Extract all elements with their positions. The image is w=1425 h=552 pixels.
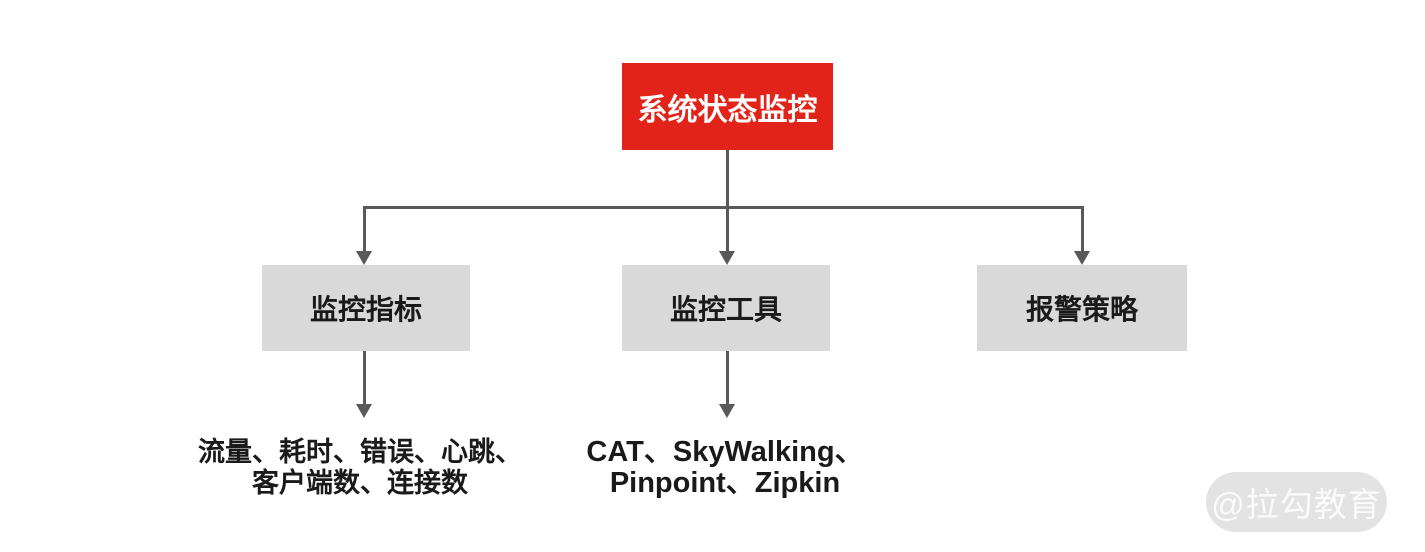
node-monitoring-metrics: 监控指标	[262, 265, 470, 351]
node-system-status-monitoring: 系统状态监控	[622, 63, 833, 150]
connector-to-left-child	[363, 206, 366, 251]
detail-line: 客户端数、连接数	[252, 468, 468, 498]
detail-line: Pinpoint、Zipkin	[609, 467, 841, 499]
arrowhead-to-middle-detail	[719, 404, 735, 418]
arrowhead-to-middle-child	[719, 251, 735, 265]
arrowhead-to-left-detail	[356, 404, 372, 418]
node-label: 监控工具	[669, 294, 782, 325]
connector-horizontal	[364, 206, 1084, 209]
node-monitoring-tools: 监控工具	[622, 265, 830, 351]
connector-left-child-to-detail	[363, 351, 366, 404]
node-label: 监控指标	[309, 294, 422, 325]
detail-line: 流量、耗时、错误、心跳、	[198, 437, 522, 467]
detail-monitoring-tools: CAT、SkyWalking、 Pinpoint、Zipkin	[565, 437, 885, 499]
detail-line: CAT、SkyWalking、	[586, 436, 864, 468]
node-label: 系统状态监控	[637, 93, 818, 127]
connector-middle-child-to-detail	[726, 351, 729, 404]
node-label: 报警策略	[1025, 294, 1138, 325]
watermark-badge: @拉勾教育	[1206, 472, 1387, 532]
watermark-label: @拉勾教育	[1211, 486, 1382, 523]
detail-monitoring-metrics: 流量、耗时、错误、心跳、 客户端数、连接数	[190, 437, 530, 499]
connector-root-to-center	[726, 150, 729, 251]
connector-to-right-child	[1081, 206, 1084, 251]
arrowhead-to-left-child	[356, 251, 372, 265]
arrowhead-to-right-child	[1074, 251, 1090, 265]
node-alert-strategy: 报警策略	[977, 265, 1187, 351]
